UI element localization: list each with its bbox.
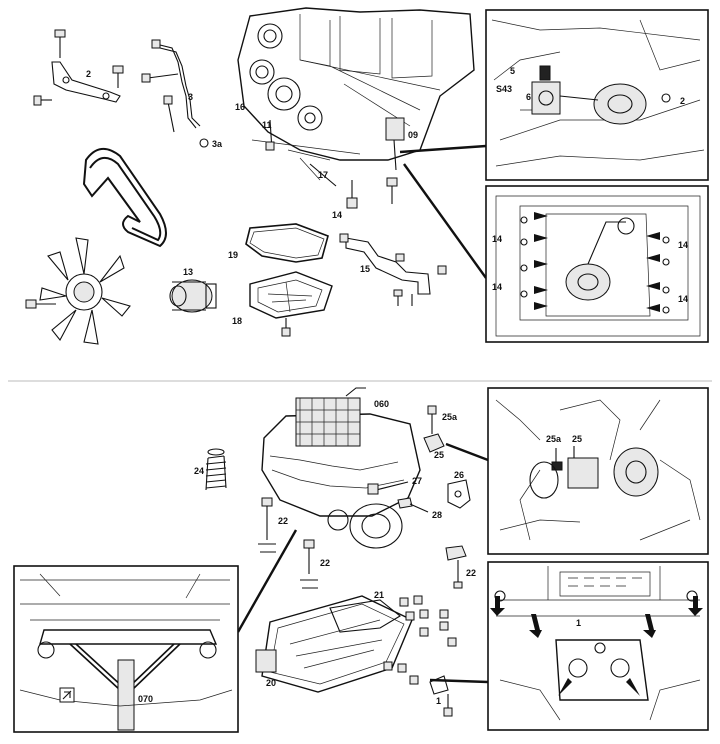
drive-belt <box>82 148 167 248</box>
label-25-inset: 25 <box>572 434 582 444</box>
label-20: 20 <box>266 678 276 688</box>
leader-line-inset-4 <box>236 529 298 633</box>
label-25a-bottom: 25a <box>442 412 458 422</box>
label-27: 27 <box>412 476 422 486</box>
label-13: 13 <box>183 267 193 277</box>
label-19: 19 <box>228 250 238 260</box>
label-060: 060 <box>374 399 389 409</box>
label-14-inset-b: 14 <box>678 240 688 250</box>
label-25a-inset: 25a <box>546 434 562 444</box>
special-tool-icon <box>59 687 75 703</box>
leader-line-inset-2 <box>403 163 487 279</box>
inset-detail-bottom-left <box>13 565 239 733</box>
inset-detail-top-right-2 <box>485 185 709 343</box>
label-09: 09 <box>408 130 418 140</box>
mount-part-27-28 <box>367 481 429 513</box>
label-2-top-left: 2 <box>86 69 91 79</box>
engine-mount-bolt <box>423 405 445 453</box>
label-15: 15 <box>360 264 370 274</box>
pan-bolts <box>383 595 457 717</box>
label-17: 17 <box>318 170 328 180</box>
inset-detail-bottom-right-1 <box>487 387 709 555</box>
hose-part-3 <box>141 39 209 148</box>
label-22-c: 22 <box>466 568 476 578</box>
label-6: 6 <box>526 92 531 102</box>
pan-bolt-arrows <box>490 596 703 696</box>
label-28: 28 <box>432 510 442 520</box>
cooling-fan <box>25 237 131 345</box>
label-16: 16 <box>235 102 245 112</box>
label-26: 26 <box>454 470 464 480</box>
label-24: 24 <box>194 466 204 476</box>
label-1-inset: 1 <box>576 618 581 628</box>
label-11: 11 <box>262 120 272 130</box>
leader-line-inset-1 <box>399 144 487 154</box>
gasket-part-19 <box>245 223 329 263</box>
inset-detail-bottom-right-2 <box>487 561 709 731</box>
label-14-inset-a: 14 <box>492 234 502 244</box>
label-22-a: 22 <box>278 516 288 526</box>
oil-pan-part-20 <box>255 595 413 693</box>
label-14-top: 14 <box>332 210 342 220</box>
bracket-part-2 <box>33 29 124 106</box>
label-1-bottom: 1 <box>436 696 441 706</box>
bolt-arrows <box>534 212 660 312</box>
label-18: 18 <box>232 316 242 326</box>
leader-line-inset-5 <box>429 678 489 684</box>
plate-part-21 <box>329 599 401 633</box>
label-3: 3 <box>188 92 193 102</box>
oil-pan-part-18 <box>249 271 333 337</box>
label-2-inset: 2 <box>680 96 685 106</box>
leader-line-inset-3 <box>445 442 489 462</box>
label-3a: 3a <box>212 139 223 149</box>
label-21: 21 <box>374 590 384 600</box>
bracket-part-15 <box>339 233 447 306</box>
inset-detail-top-right-1 <box>485 9 709 181</box>
bolts-part-22 <box>258 497 467 589</box>
label-5: 5 <box>510 66 515 76</box>
label-14-inset-c: 14 <box>492 282 502 292</box>
label-S43: S43 <box>496 84 512 94</box>
bracket-part-26 <box>447 479 471 509</box>
label-25-bottom: 25 <box>434 450 444 460</box>
spring-part-24 <box>205 448 227 491</box>
label-22-b: 22 <box>320 558 330 568</box>
alternator-part-13 <box>169 279 217 313</box>
label-14-inset-d: 14 <box>678 294 688 304</box>
label-070: 070 <box>138 694 153 704</box>
engine-block <box>237 7 475 209</box>
